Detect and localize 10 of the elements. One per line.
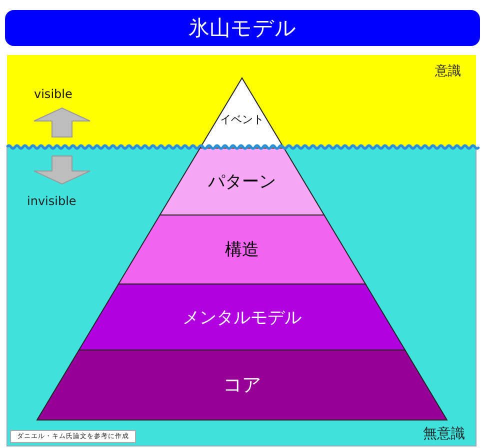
unconscious-label: 無意識	[423, 425, 465, 443]
visible-label: visible	[34, 87, 72, 101]
layer-label: メンタルモデル	[182, 306, 302, 328]
layer-label: コア	[223, 373, 261, 398]
layer-label: イベント	[220, 112, 264, 126]
invisible-label: invisible	[27, 194, 76, 208]
awareness-label: 意識	[435, 63, 461, 80]
layer-label: パターン	[208, 171, 276, 193]
title-bar: 氷山モデル	[5, 10, 480, 46]
layer-label: 構造	[224, 239, 259, 261]
